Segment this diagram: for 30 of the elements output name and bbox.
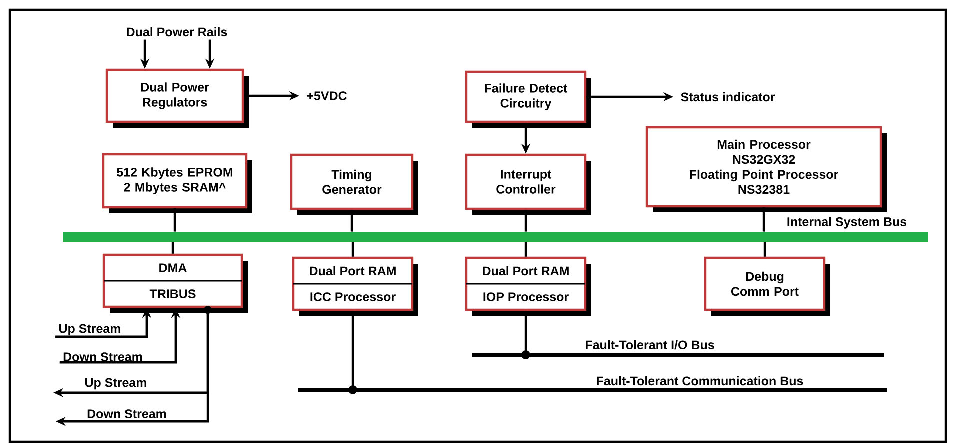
label-text: Dual Power Rails [127, 27, 228, 37]
block-box: Main Processor NS32GX32 Floating Point Processor NS32381 [646, 126, 887, 212]
bus-label: Internal System Bus [788, 217, 907, 229]
block-box: Interrupt Controller [465, 154, 592, 215]
block-box: Timing Generator [290, 154, 418, 215]
label-text: Down Stream [64, 352, 142, 362]
connector [348, 311, 358, 394]
block-box: Debug Comm Port [704, 256, 830, 316]
bus-label: Fault-Tolerant I/O Bus [586, 340, 714, 350]
connector [522, 311, 530, 360]
connector [172, 242, 174, 254]
bus-label: Fault-Tolerant Communication Bus [597, 376, 804, 386]
label-text: Up Stream [60, 324, 120, 336]
split-box: DMA TRIBUS [102, 254, 248, 313]
split-box: Dual Port RAM IOP Processor [465, 256, 592, 316]
connector [762, 208, 766, 232]
split-box: Dual Port RAM ICC Processor [292, 256, 418, 316]
connector [174, 208, 176, 232]
connector [352, 242, 354, 257]
label-text: Up Stream [86, 378, 146, 390]
block-box: Dual Power Regulators [106, 68, 249, 128]
connector [764, 242, 766, 257]
block-box: Failure Detect Circuitry [465, 70, 592, 128]
label-text: Down Stream [88, 410, 166, 418]
connector [524, 210, 528, 232]
label-text: +5VDC [307, 92, 347, 100]
connector [524, 242, 528, 257]
block-box: 512 Kbytes EPROM 2 Mbytes SRAM^ [102, 153, 252, 214]
label-text: Status indicator [681, 92, 776, 102]
connector [350, 210, 354, 232]
